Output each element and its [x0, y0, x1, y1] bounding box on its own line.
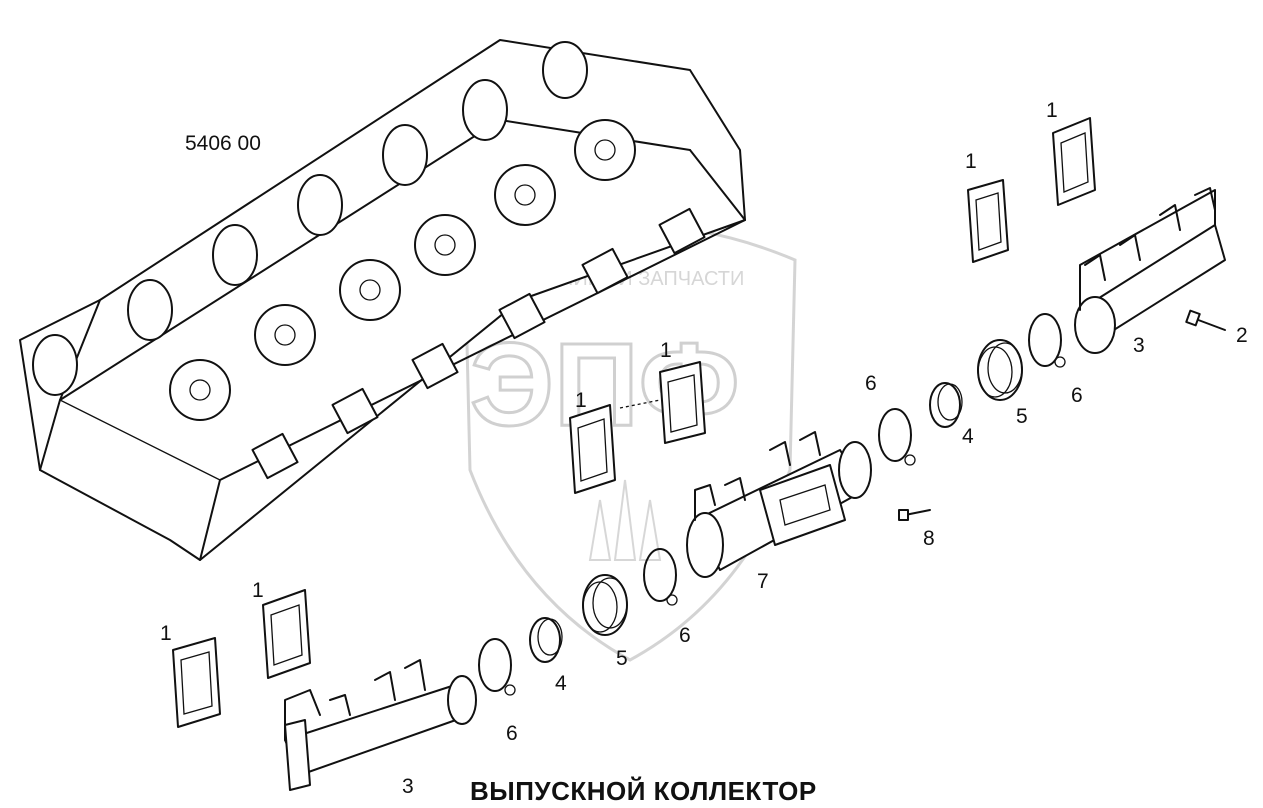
clamp: [643, 548, 678, 606]
manifold-center-section: [686, 431, 872, 578]
diagram-title: ВЫПУСКНОЙ КОЛЛЕКТОР: [470, 776, 817, 806]
clamp: [1028, 313, 1066, 368]
ring: [929, 382, 963, 428]
bolts: [898, 309, 1226, 521]
cylinder-head-ports: [32, 41, 588, 396]
callout-label: 1: [660, 339, 672, 362]
cylinder-head-exhaust-flanges: [251, 207, 706, 480]
bellows-compensator: [977, 339, 1023, 401]
callout-label: 3: [402, 775, 414, 798]
callout-label: 8: [923, 527, 935, 550]
clamp: [878, 408, 916, 466]
bellows-compensator: [582, 574, 628, 636]
callout-label: 5: [1016, 405, 1028, 428]
callout-label: 6: [865, 372, 877, 395]
callout-label: 5: [616, 647, 628, 670]
bellows: [582, 339, 1023, 636]
callout-label: 1: [160, 622, 172, 645]
gaskets: [172, 117, 1096, 728]
callout-label: 1: [575, 389, 587, 412]
callout-label: 1: [252, 579, 264, 602]
manifold-pipe-lower: [284, 659, 477, 791]
clamp: [478, 638, 516, 696]
gasket: [659, 361, 706, 444]
callout-label: 6: [1071, 384, 1083, 407]
assembly-number: 5406 00: [185, 132, 261, 155]
callout-label: 1: [1046, 99, 1058, 122]
stud: [904, 509, 931, 516]
callout-label: 7: [757, 570, 769, 593]
gasket: [172, 637, 221, 728]
cylinder-head-valve-bosses: [169, 119, 636, 421]
callout-label: 6: [506, 722, 518, 745]
clamps: [478, 313, 1066, 696]
callout-label: 2: [1236, 324, 1248, 347]
ring: [529, 617, 563, 663]
leader-line: [619, 399, 661, 409]
callout-label: 4: [962, 425, 974, 448]
gasket: [967, 179, 1009, 263]
watermark-wheat-icon: [588, 479, 662, 561]
callout-label: 1: [965, 150, 977, 173]
callout-label: 6: [679, 624, 691, 647]
rings: [529, 382, 963, 663]
manifold-pipe-upper: [1074, 187, 1226, 354]
gasket: [569, 404, 616, 494]
gasket: [262, 589, 311, 679]
gasket: [1052, 117, 1096, 206]
callout-label: 4: [555, 672, 567, 695]
callout-label: 3: [1133, 334, 1145, 357]
cylinder-head: [19, 39, 746, 561]
